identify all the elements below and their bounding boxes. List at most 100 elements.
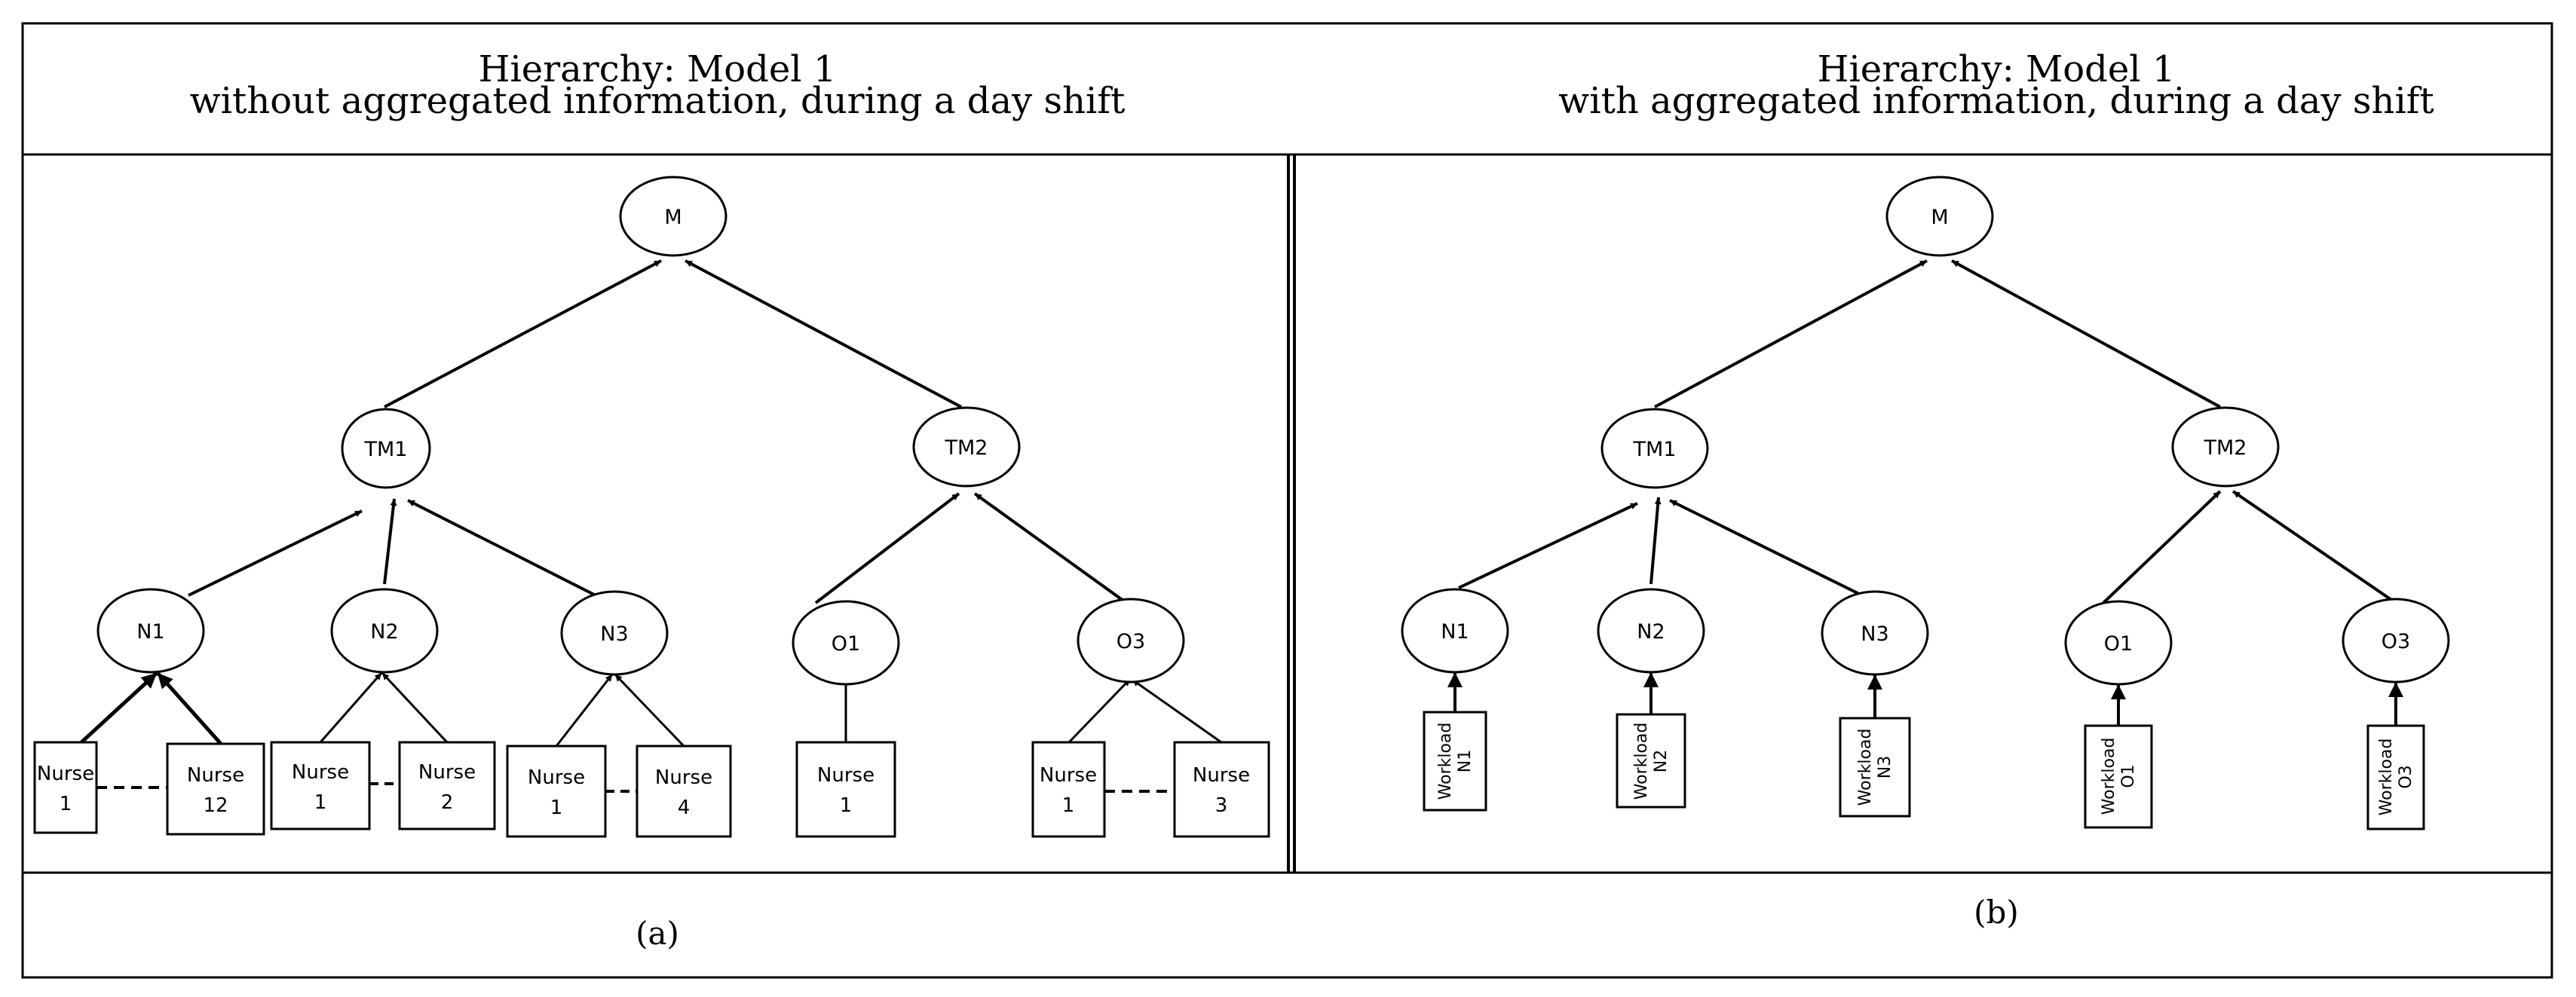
edge-b-tm2-to-m (1951, 259, 2221, 408)
box-n3-nurse-first-line2: 1 (550, 797, 563, 819)
node-n2-label: N2 (370, 620, 398, 644)
node-n3-label: N3 (600, 622, 628, 646)
box-workload-n1 (1423, 711, 1487, 812)
box-workload-n2-line1: Workload (1632, 723, 1651, 800)
node-o3 (1077, 598, 1185, 684)
node-b-tm2 (2171, 406, 2280, 488)
box-workload-n3 (1839, 717, 1911, 818)
node-tm2-label: TM2 (945, 436, 988, 460)
edge-n3-nurse4-to-n3 (614, 673, 685, 748)
node-tm1-label: TM1 (364, 438, 408, 461)
node-m-label: M (664, 206, 682, 229)
outer-frame (21, 22, 2553, 979)
edge-b-n3-to-tm1 (1669, 499, 1863, 597)
edge-tm2-to-m (685, 259, 962, 408)
box-workload-o3-line1: Workload (2377, 739, 2396, 816)
box-o1-nurse (795, 741, 896, 838)
edge-n2-nurse1-to-n2 (319, 672, 383, 743)
panel-a-nodes: M TM1 TM2 N1 N2 N3 O1 O3 (96, 176, 1185, 686)
edge-o1-to-tm2 (814, 492, 960, 604)
box-workload-n3-line1: Workload (1856, 729, 1875, 806)
box-n3-nurse-last-line1: Nurse (655, 766, 712, 789)
edge-b-tm1-to-m (1654, 259, 1928, 408)
box-o1-nurse-line1: Nurse (817, 764, 874, 787)
box-workload-o1-line1: Workload (2100, 738, 2118, 815)
panel-b-workload-boxes: Workload N1 Workload N2 Workload N3 Work… (1423, 711, 2425, 830)
edge-n1-to-tm1 (188, 509, 363, 597)
box-o3-nurse-last-line2: 3 (1215, 794, 1228, 817)
box-o3-nurse-last-line1: Nurse (1193, 764, 1250, 787)
box-n3-nurse-first-line1: Nurse (528, 766, 585, 789)
box-n1-nurse-last-line1: Nurse (187, 764, 244, 787)
node-b-m-label: M (1931, 206, 1948, 229)
box-n2-nurse-first (270, 741, 371, 830)
node-b-tm1-label: TM1 (1633, 438, 1677, 461)
node-b-o3-label: O3 (2381, 630, 2410, 653)
box-o3-nurse-first-line1: Nurse (1040, 764, 1097, 787)
node-n1-label: N1 (136, 620, 164, 644)
edge-o3-nurse3-to-o3 (1132, 678, 1222, 744)
panel-a-title-line1: Hierarchy: Model 1 (479, 48, 837, 90)
node-o1-label: O1 (832, 632, 860, 656)
box-workload-o1-line2: O1 (2119, 764, 2138, 788)
node-b-n3 (1821, 590, 1929, 676)
panel-a-connectors (80, 259, 1222, 793)
box-workload-o3-line2: O3 (2397, 765, 2415, 788)
box-workload-o3 (2366, 724, 2425, 830)
node-o3-label: O3 (1116, 630, 1145, 653)
node-n2 (330, 588, 439, 674)
panel-a-nurse-boxes: Nurse 1 Nurse 12 Nurse 1 Nurse 2 Nurse 1… (33, 741, 1270, 838)
box-n1-nurse-first-line2: 1 (60, 793, 72, 815)
box-n2-nurse-last (398, 741, 496, 830)
panel-b-title-line2: with aggregated information, during a da… (1558, 80, 2434, 122)
node-b-n1-label: N1 (1441, 620, 1469, 644)
node-b-o1-label: O1 (2104, 632, 2133, 656)
node-b-m (1885, 176, 1994, 257)
panel-a-caption: (a) (636, 915, 679, 952)
edge-b-o1-to-tm2 (2102, 490, 2222, 604)
box-o3-nurse-last (1173, 741, 1270, 838)
node-b-n2-label: N2 (1637, 620, 1665, 644)
node-tm1 (341, 408, 431, 489)
node-tm2 (912, 406, 1021, 488)
node-b-n2 (1597, 588, 1705, 674)
box-n1-nurse-last (166, 742, 265, 836)
edge-b-o3-to-tm2 (2231, 490, 2397, 604)
box-n3-nurse-last (636, 745, 732, 838)
node-b-o1 (2064, 600, 2173, 686)
panel-b-title-line1: Hierarchy: Model 1 (1818, 48, 2176, 90)
edge-nurse12-to-n1 (156, 671, 222, 745)
node-n1 (96, 588, 205, 674)
box-o1-nurse-line2: 1 (840, 794, 853, 817)
box-n3-nurse-last-line2: 4 (678, 797, 691, 819)
panel-b-nodes: M TM1 TM2 N1 N2 N3 O1 O3 (1401, 176, 2450, 686)
panel-a-title-line2: without aggregated information, during a… (190, 80, 1126, 122)
edge-nurse1-to-n1 (80, 671, 158, 744)
box-workload-n1-line2: N1 (1456, 750, 1475, 772)
box-n2-nurse-first-line1: Nurse (292, 761, 349, 784)
panel-b-connectors (1447, 259, 2403, 726)
box-workload-n2 (1616, 713, 1686, 809)
node-b-tm1 (1600, 408, 1709, 489)
box-n2-nurse-last-line2: 2 (441, 791, 454, 814)
box-o3-nurse-first (1031, 741, 1106, 838)
box-n3-nurse-first (506, 745, 607, 838)
box-n1-nurse-first-line1: Nurse (37, 763, 94, 785)
panel-b-caption: (b) (1974, 894, 2019, 931)
box-n1-nurse-last-line2: 12 (203, 794, 228, 817)
edge-n3-to-tm1 (407, 499, 596, 597)
node-b-o3 (2342, 598, 2450, 684)
node-m (619, 176, 727, 257)
box-n2-nurse-last-line1: Nurse (418, 761, 476, 784)
box-workload-n1-line1: Workload (1436, 723, 1455, 800)
node-n3 (560, 590, 669, 676)
edge-b-n1-to-tm1 (1458, 502, 1638, 589)
node-b-n1 (1401, 588, 1509, 674)
edge-b-n2-to-tm1 (1649, 497, 1662, 585)
box-workload-o1 (2084, 724, 2153, 829)
edge-o3-nurse1-to-o3 (1067, 677, 1132, 744)
node-b-n3-label: N3 (1861, 622, 1888, 646)
box-workload-n3-line2: N3 (1876, 756, 1894, 778)
box-n2-nurse-first-line2: 1 (314, 791, 327, 814)
